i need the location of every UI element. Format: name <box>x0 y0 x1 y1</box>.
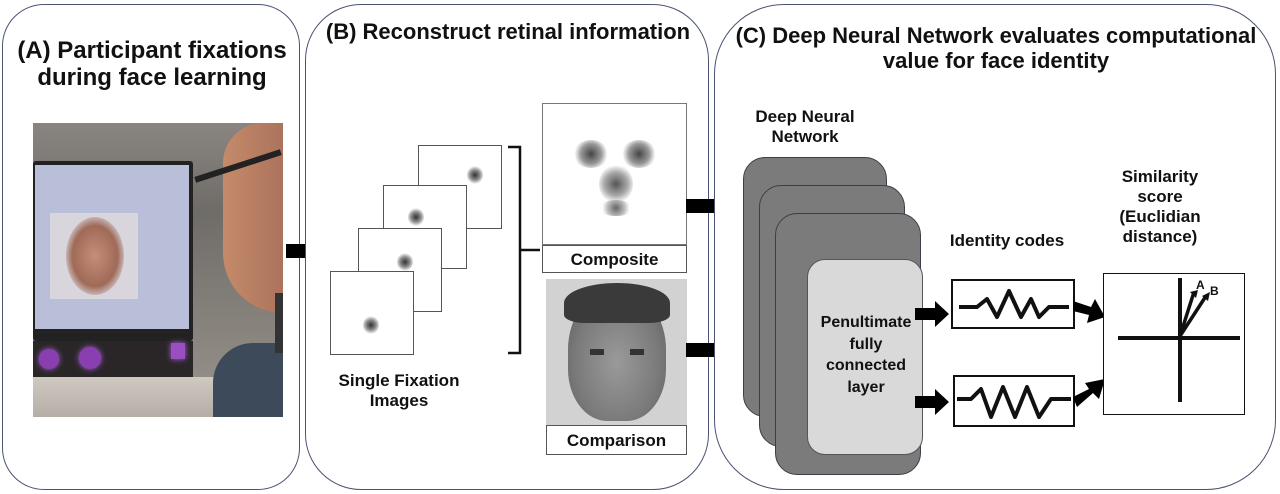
vector-a-head <box>1190 290 1198 298</box>
blurred-face <box>66 217 124 295</box>
comparison-hair <box>564 283 670 323</box>
single-fixation-label: Single Fixation Images <box>338 371 460 411</box>
composite-label: Composite <box>542 245 687 273</box>
identity-codes-label: Identity codes <box>949 231 1065 250</box>
vector-b <box>1178 295 1208 337</box>
identity-code-2 <box>953 375 1075 427</box>
similarity-plot: A B <box>1103 273 1245 415</box>
chinrest <box>275 293 283 353</box>
tracker-light-2 <box>79 347 101 369</box>
vector-a <box>1178 291 1196 337</box>
waveform-2 <box>957 385 1071 419</box>
panel-b-title: (B) Reconstruct retinal information <box>325 19 691 44</box>
composite-left-eye <box>573 140 609 168</box>
composite-right-eye <box>621 140 657 168</box>
panel-b: (B) Reconstruct retinal information Sing… <box>305 4 709 490</box>
eye-tracker-bar <box>33 341 193 377</box>
vector-b-label: B <box>1210 284 1219 298</box>
arrow-code-2-to-similarity <box>1073 379 1105 407</box>
comparison-label: Comparison <box>546 425 687 455</box>
similarity-label: Similarity score (Euclidian distance) <box>1119 167 1201 247</box>
arrow-layer-to-code-1 <box>915 301 949 327</box>
panel-a-title: (A) Participant fixations during face le… <box>17 37 287 92</box>
arrow-code-1-to-similarity <box>1073 299 1105 323</box>
penultimate-layer-label: Penultimate fully connected layer <box>820 314 912 396</box>
vector-b-head <box>1202 292 1210 301</box>
participant-photo <box>33 123 283 417</box>
monitor-screen <box>35 165 189 329</box>
comparison-face-photo <box>546 279 687 425</box>
bracket <box>508 145 540 355</box>
tracker-light-3 <box>171 343 185 359</box>
panel-c: (C) Deep Neural Network evaluates comput… <box>714 4 1276 490</box>
panel-a: (A) Participant fixations during face le… <box>2 4 300 490</box>
penultimate-layer: Penultimate fully connected layer <box>807 259 923 455</box>
waveform-1 <box>959 289 1069 319</box>
tracker-light-1 <box>39 349 59 369</box>
vector-a-label: A <box>1196 278 1205 292</box>
composite-mouth <box>599 200 633 216</box>
dnn-label: Deep Neural Network <box>755 107 855 147</box>
composite-image <box>542 103 687 245</box>
identity-code-1 <box>951 279 1075 329</box>
comparison-eyes <box>590 349 644 355</box>
composite-nose <box>599 164 633 204</box>
panel-c-title: (C) Deep Neural Network evaluates comput… <box>735 23 1257 74</box>
arrow-layer-to-code-2 <box>915 389 949 415</box>
similarity-axes <box>1118 278 1240 402</box>
participant-shirt <box>213 343 283 417</box>
fixation-image-1 <box>330 271 414 355</box>
face-stimulus <box>50 213 138 299</box>
monitor <box>33 161 193 341</box>
